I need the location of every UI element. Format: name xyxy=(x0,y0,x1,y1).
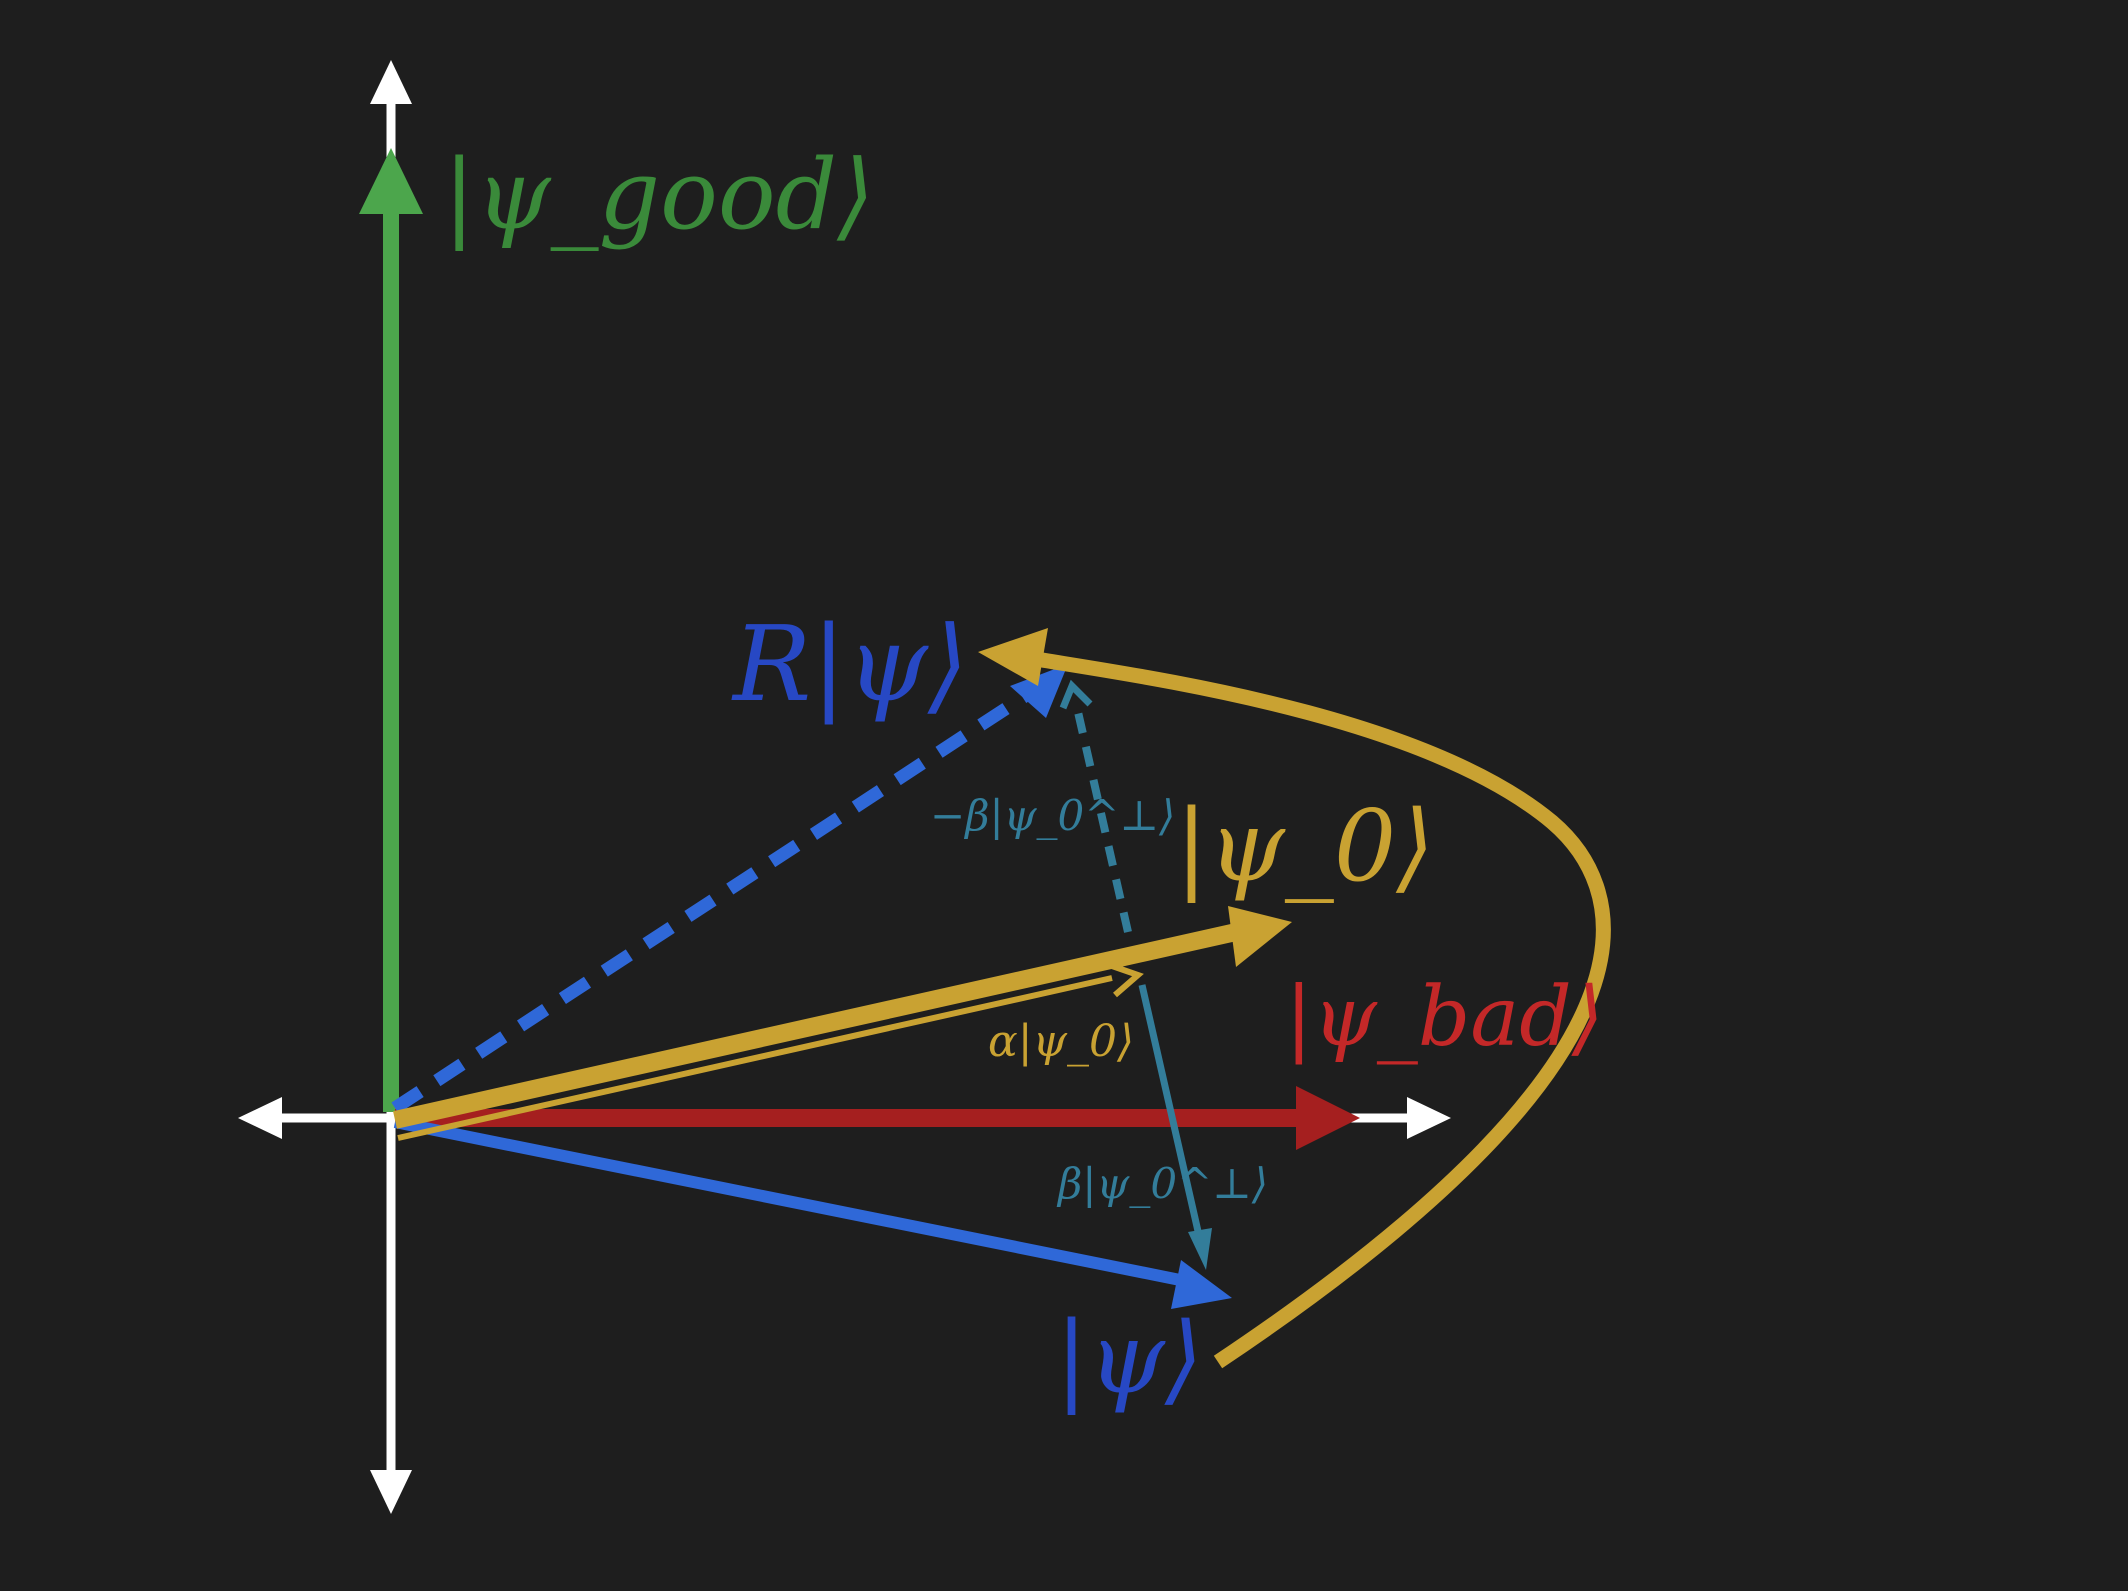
r-psi-vector xyxy=(391,664,1068,1114)
psi0-label: |ψ_0⟩ xyxy=(1175,790,1434,904)
r-psi-arrowhead xyxy=(1010,664,1068,718)
beta-perp-label: β|ψ_0^⊥⟩ xyxy=(1056,1159,1268,1208)
reflection-arc xyxy=(978,628,1611,1369)
y-axis-bottom-arrowhead xyxy=(370,1470,412,1514)
neg-beta-perp-label: −β|ψ_0^⊥⟩ xyxy=(930,791,1175,840)
psi-arrowhead xyxy=(1171,1260,1232,1309)
psi-bad-vector xyxy=(395,1086,1360,1150)
psi-vector xyxy=(393,1116,1232,1309)
neg-beta-perp-arrowhead xyxy=(1059,679,1093,710)
axes xyxy=(238,60,1451,1514)
alpha-psi0-arrowhead xyxy=(1111,963,1144,998)
psi-bad-arrowhead xyxy=(1296,1086,1360,1150)
psi-good-label: |ψ_good⟩ xyxy=(443,139,875,251)
psi-good-arrowhead xyxy=(359,148,423,214)
psi-bad-label: |ψ_bad⟩ xyxy=(1285,970,1604,1065)
psi0-arrowhead xyxy=(1228,906,1292,967)
psi-good-vector xyxy=(359,148,423,1112)
x-axis-left-arrowhead xyxy=(238,1097,282,1139)
alpha-psi0-vector xyxy=(397,963,1144,1141)
alpha-psi0-label: α|ψ_0⟩ xyxy=(988,1016,1134,1067)
beta-perp-arrowhead xyxy=(1188,1228,1212,1270)
y-axis-top-arrowhead xyxy=(370,60,412,104)
reflection-arc-arrowhead xyxy=(978,628,1048,686)
x-axis-right-arrowhead xyxy=(1407,1097,1451,1139)
beta-perp-vector xyxy=(1138,984,1212,1270)
neg-beta-perp-vector xyxy=(1059,679,1132,933)
psi-label: |ψ⟩ xyxy=(1055,1302,1203,1416)
psi0-vector xyxy=(393,906,1292,1129)
r-psi-label: R|ψ⟩ xyxy=(731,603,968,725)
